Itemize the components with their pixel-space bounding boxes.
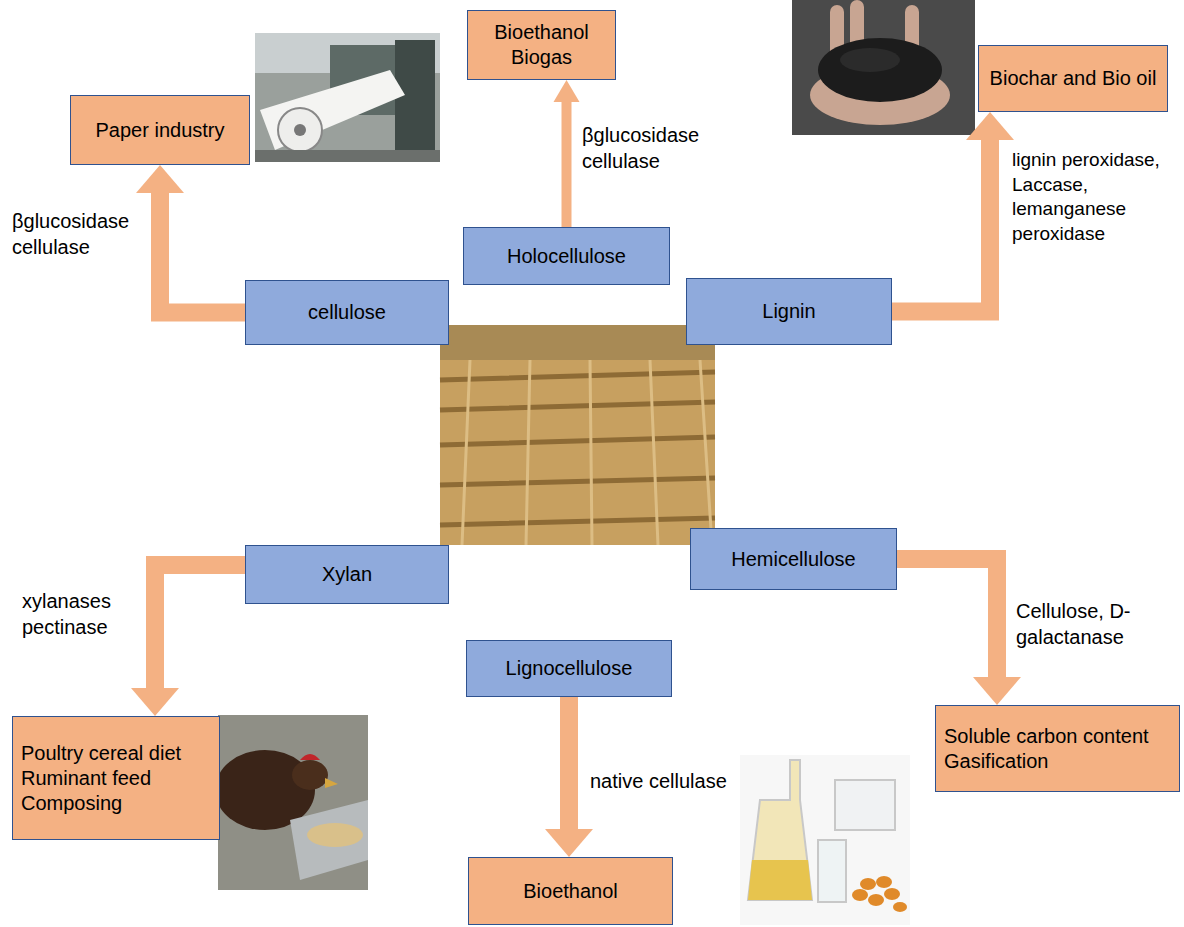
box-text: cellulose	[308, 300, 386, 325]
component-box: Holocellulose	[463, 227, 670, 285]
grain	[307, 823, 363, 847]
box-text: Hemicellulose	[731, 547, 856, 572]
arrow-head	[973, 677, 1021, 705]
process-arrow	[131, 565, 245, 716]
beaker	[835, 780, 895, 830]
biochar-heap	[818, 38, 942, 102]
biochar-photo	[792, 0, 975, 135]
chicken-photo	[215, 715, 368, 890]
box-text: Poultry cereal diet Ruminant feed Compos…	[21, 741, 211, 816]
paper-roll	[278, 108, 322, 152]
arrow-head	[545, 829, 593, 857]
straw-lines	[462, 360, 712, 545]
flasks-photo	[740, 755, 910, 925]
component-box: Xylan	[245, 545, 449, 604]
enzyme-label: xylanases pectinase	[22, 588, 142, 640]
arrow-head	[131, 688, 179, 716]
arrow-shaft	[155, 565, 245, 688]
photo-ground	[255, 33, 440, 162]
box-text: Lignocellulose	[506, 656, 633, 681]
component-box: cellulose	[245, 280, 449, 345]
box-text: Holocellulose	[507, 244, 626, 269]
kernel	[876, 876, 892, 888]
enzyme-label: Cellulose, D- galactanase	[1016, 598, 1176, 650]
flask	[748, 760, 812, 900]
kernel	[868, 894, 884, 906]
process-arrow	[554, 80, 580, 227]
box-text: Bioethanol Biogas	[476, 20, 607, 70]
process-arrow	[545, 697, 593, 857]
beaker	[818, 840, 846, 902]
chicken-comb	[300, 754, 320, 760]
paper-mill-photo	[255, 33, 440, 162]
arrow-shaft	[562, 102, 572, 227]
kernel	[860, 878, 876, 890]
feeder	[290, 800, 368, 880]
straw-field-photo	[440, 325, 715, 545]
enzyme-label: βglucosidase cellulase	[12, 208, 142, 260]
photo-ground	[740, 755, 910, 925]
corn-kernels	[852, 876, 907, 912]
component-box: Lignin	[686, 278, 892, 345]
product-box: Paper industry	[70, 95, 250, 165]
arrow-shaft	[160, 193, 245, 313]
component-box: Lignocellulose	[466, 640, 672, 697]
box-text: Soluble carbon content Gasification	[944, 724, 1171, 774]
box-text: Paper industry	[96, 118, 225, 143]
enzyme-label: βglucosidase cellulase	[582, 122, 722, 174]
box-text: Xylan	[322, 562, 372, 587]
product-box: Poultry cereal diet Ruminant feed Compos…	[12, 716, 220, 840]
product-box: Bioethanol Biogas	[467, 10, 616, 80]
enzyme-label: lignin peroxidase, Laccase, lemanganese …	[1012, 148, 1174, 247]
arrow-head	[966, 112, 1014, 140]
arrow-shaft	[560, 697, 578, 829]
chicken-head	[292, 760, 328, 790]
process-arrow	[897, 559, 1021, 705]
roll-core	[294, 124, 306, 136]
component-box: Hemicellulose	[690, 528, 897, 590]
process-arrow	[892, 112, 1014, 312]
box-text: Biochar and Bio oil	[990, 66, 1157, 91]
arrow-shaft	[897, 559, 997, 677]
enzyme-label: native cellulase	[590, 768, 760, 794]
arrow-shaft	[892, 140, 990, 312]
photo-ground	[440, 325, 715, 545]
chicken-beak	[325, 778, 338, 788]
arrow-head	[554, 80, 580, 102]
photo-ground	[792, 0, 975, 135]
kernel	[893, 902, 907, 912]
process-arrow	[136, 165, 245, 313]
flask-liquid	[748, 860, 812, 900]
far-field	[440, 325, 715, 360]
product-box: Biochar and Bio oil	[978, 45, 1168, 112]
stubble-rows	[440, 372, 715, 525]
product-box: Bioethanol	[468, 857, 673, 925]
box-text: Lignin	[762, 299, 815, 324]
product-box: Soluble carbon content Gasification	[935, 705, 1180, 792]
kernel	[852, 889, 868, 901]
kernel	[884, 888, 900, 900]
arrow-head	[136, 165, 184, 193]
box-text: Bioethanol	[523, 879, 618, 904]
floor	[255, 150, 440, 162]
biochar-grain	[840, 48, 900, 72]
